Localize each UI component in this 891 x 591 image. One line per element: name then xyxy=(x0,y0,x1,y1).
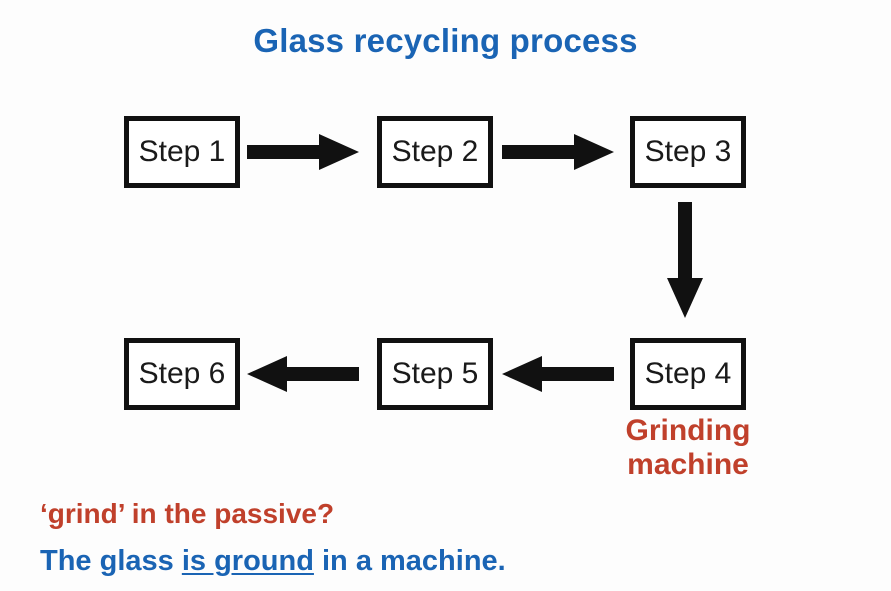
annotation-line-1: Grinding xyxy=(625,414,751,447)
passive-voice-question: ‘grind’ in the passive? xyxy=(40,498,335,529)
step-box-step-3: Step 3 xyxy=(630,116,746,188)
step-box-step-6: Step 6 xyxy=(124,338,240,410)
step-box-step-2: Step 2 xyxy=(377,116,493,188)
step-box-label: Step 5 xyxy=(391,357,479,390)
answer-text-after: in a machine. xyxy=(313,545,506,577)
step-box-label: Step 4 xyxy=(644,357,732,390)
arrow-left-icon-step5-to-step6 xyxy=(247,352,359,396)
step-box-step-1: Step 1 xyxy=(124,116,240,188)
answer-text-before: The glass xyxy=(40,545,182,577)
step-box-label: Step 3 xyxy=(644,135,732,168)
annotation-line-2: machine xyxy=(627,447,749,481)
arrow-right-icon-step1-to-step2 xyxy=(247,130,359,174)
page-title: Glass recycling process xyxy=(253,22,638,59)
arrow-right-icon-step2-to-step3 xyxy=(502,130,614,174)
step-box-step-4: Step 4 xyxy=(630,338,746,410)
step-box-label: Step 1 xyxy=(138,135,226,168)
step-box-label: Step 6 xyxy=(138,357,226,390)
passive-voice-answer: The glass is ground in a machine. xyxy=(40,545,506,578)
step-box-step-5: Step 5 xyxy=(377,338,493,410)
arrow-left-icon-step4-to-step5 xyxy=(502,352,614,396)
step-box-label: Step 2 xyxy=(391,135,479,168)
grinding-machine-annotation: Grinding machine xyxy=(598,414,778,481)
arrow-down-icon-step3-to-step4 xyxy=(663,202,707,318)
answer-text-highlight: is ground xyxy=(181,545,314,577)
